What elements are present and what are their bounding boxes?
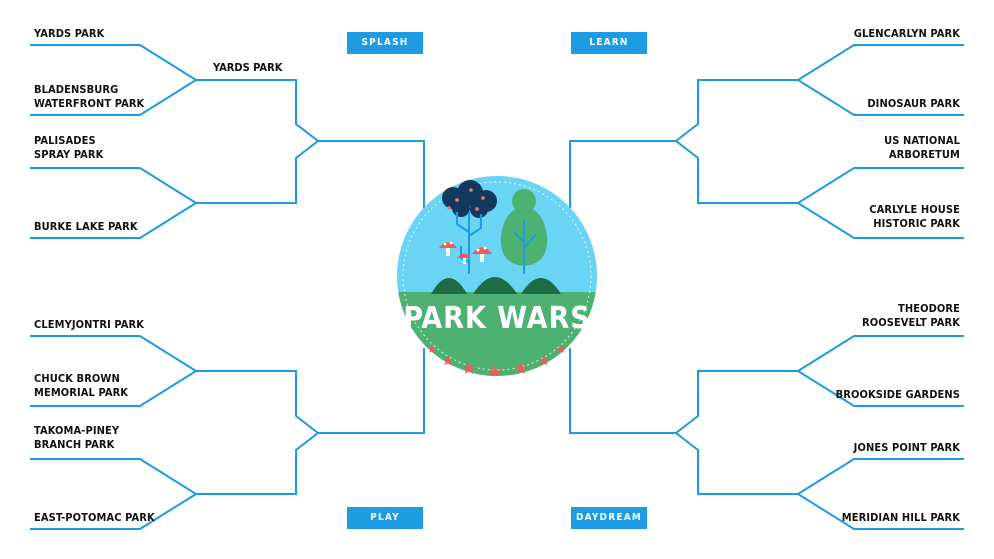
team-learn-4: CARLYLE HOUSE HISTORIC PARK bbox=[869, 203, 960, 230]
team-play-2: CHUCK BROWN MEMORIAL PARK bbox=[34, 372, 129, 399]
bracket-line bbox=[318, 348, 425, 434]
team-daydream-4: MERIDIAN HILL PARK bbox=[841, 511, 960, 524]
hills-icon bbox=[431, 277, 561, 294]
park-wars-logo: PARK WARS bbox=[397, 176, 597, 376]
bracket-line bbox=[674, 370, 798, 495]
bracket-line bbox=[569, 348, 676, 434]
tree-dark-icon bbox=[442, 180, 497, 274]
region-play: PLAY bbox=[347, 507, 423, 529]
region-daydream: DAYDREAM bbox=[571, 507, 647, 529]
team-learn-2: DINOSAUR PARK bbox=[867, 97, 960, 110]
bracket-line bbox=[196, 370, 320, 495]
team-splash-4: BURKE LAKE PARK bbox=[34, 220, 138, 233]
team-play-4: EAST-POTOMAC PARK bbox=[34, 511, 155, 524]
team-daydream-2: BROOKSIDE GARDENS bbox=[835, 388, 960, 401]
team-play-3: TAKOMA-PINEY BRANCH PARK bbox=[34, 424, 120, 451]
team-learn-3: US NATIONAL ARBORETUM bbox=[884, 134, 960, 161]
team-daydream-3: JONES POINT PARK bbox=[853, 441, 960, 454]
team-learn-1: GLENCARLYN PARK bbox=[853, 27, 960, 40]
team-splash-1: YARDS PARK bbox=[34, 27, 105, 40]
team-splash-2: BLADENSBURG WATERFRONT PARK bbox=[34, 83, 145, 110]
bracket-line bbox=[674, 79, 798, 204]
bracket-line bbox=[569, 140, 676, 226]
team-daydream-1: THEODORE ROOSEVELT PARK bbox=[861, 302, 960, 329]
region-learn: LEARN bbox=[571, 32, 647, 54]
logo-title: PARK WARS bbox=[403, 301, 591, 336]
team-play-1: CLEMYJONTRI PARK bbox=[34, 318, 145, 331]
tree-green-icon bbox=[500, 189, 548, 274]
winner-splash: YARDS PARK bbox=[213, 61, 283, 74]
region-splash: SPLASH bbox=[347, 32, 423, 54]
mushroom-icon bbox=[439, 241, 492, 264]
team-splash-3: PALISADES SPRAY PARK bbox=[34, 134, 104, 161]
bracket-line bbox=[318, 140, 425, 226]
stars-icon bbox=[427, 345, 566, 376]
bracket-line bbox=[196, 79, 320, 204]
